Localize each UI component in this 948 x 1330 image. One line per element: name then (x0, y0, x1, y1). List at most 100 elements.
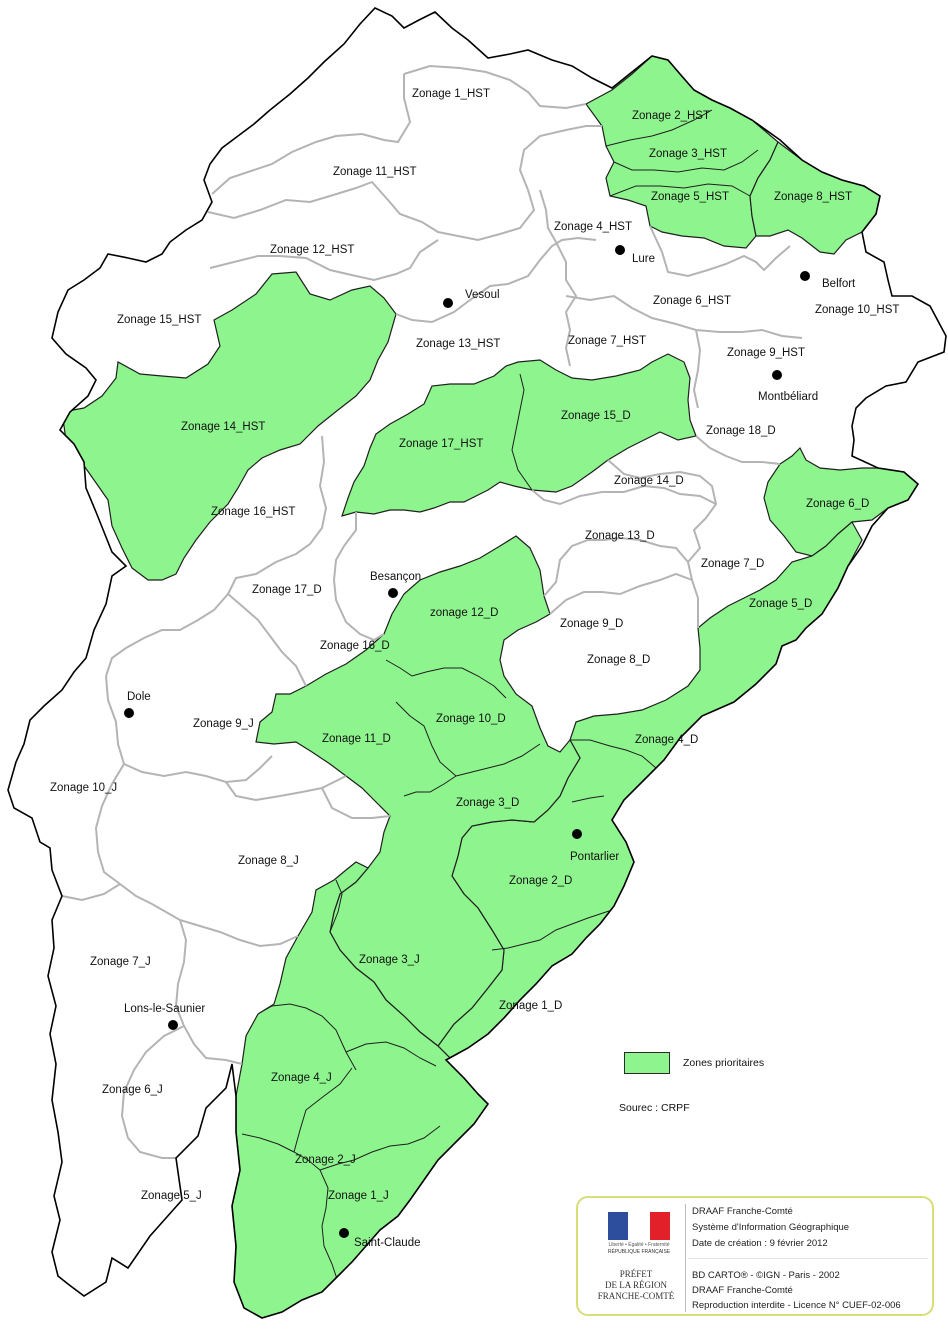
boundary-line (293, 1067, 353, 1153)
map-legend: Zones prioritaires Sourec : CRPF (619, 1050, 822, 1130)
boundary-line (605, 109, 713, 147)
boundary-line (105, 675, 273, 784)
zone-label: Zonage 2_D (509, 875, 572, 887)
zone-14-hst (61, 271, 397, 581)
zone-label: Zonage 7_D (701, 558, 764, 570)
city-dot (443, 298, 453, 308)
city-label: Saint-Claude (354, 1237, 420, 1249)
zone-label: Zonage 5_J (141, 1190, 202, 1202)
zone-label: Zonage 6_J (102, 1084, 163, 1096)
cartouche-line: BD CARTO® - ©IGN - Paris - 2002 (692, 1270, 840, 1281)
map-cartouche: Liberté • Égalité • Fraternité RÉPUBLIQU… (576, 1196, 934, 1316)
boundary-line (61, 883, 121, 902)
city-label: Lons-le-Saunier (124, 1003, 205, 1015)
city-label: Lure (632, 253, 655, 265)
zone-boundaries (61, 64, 803, 1159)
city-dots (124, 245, 810, 1238)
zone-label: Zonage 4_D (635, 734, 698, 746)
boundary-line (120, 1025, 185, 1159)
legend-label: Zones prioritaires (683, 1057, 765, 1069)
zone-17-hst-15-d (341, 353, 697, 517)
city-dot (124, 708, 134, 718)
zone-label: Zonage 5_HST (651, 191, 729, 203)
boundary-line (403, 64, 587, 110)
zone-label: Zonage 7_HST (568, 335, 646, 347)
city-label: Belfort (822, 278, 856, 290)
zone-label: Zonage 1_D (499, 1000, 562, 1012)
zone-label: Zonage 4_J (271, 1072, 332, 1084)
zone-label: Zonage 7_J (90, 956, 151, 968)
boundary-line (332, 512, 385, 642)
zone-label: Zonage 8_D (587, 654, 650, 666)
boundary-line (403, 775, 457, 797)
boundary-line (491, 907, 619, 951)
boundary-line (609, 183, 751, 197)
zone-label: Zonage 8_J (238, 855, 299, 867)
city-dot (615, 245, 625, 255)
zone-label: Zonage 16_D (320, 640, 390, 652)
boundary-line (570, 739, 657, 769)
priority-internal-boundaries (241, 109, 759, 1283)
boundary-line (179, 919, 299, 948)
boundary-line (241, 1133, 339, 1283)
zone-label: Zonage 3_HST (649, 148, 727, 160)
boundary-line (345, 1041, 437, 1067)
boundary-line (329, 879, 343, 933)
zone-labels-j: Zonage 1_J Zonage 2_J Zonage 3_J Zonage … (50, 718, 420, 1202)
prefet-line: FRANCHE-COMTÉ (597, 1291, 675, 1301)
prefet-line: DE LA RÉGION (605, 1280, 667, 1290)
city-dot (339, 1228, 349, 1238)
priority-zones-layer (61, 55, 919, 1318)
boundary-line (319, 1125, 441, 1171)
zone-label: Zonage 6_D (806, 498, 869, 510)
zone-label: Zonage 17_D (252, 584, 322, 596)
city-dot (800, 271, 810, 281)
boundary-line (174, 919, 243, 1065)
zone-label: Zonage 10_D (436, 713, 506, 725)
zone-label: Zonage 2_HST (632, 110, 710, 122)
zone-label: Zonage 9_HST (727, 347, 805, 359)
boundary-line (649, 225, 791, 278)
boundary-line (94, 763, 181, 921)
city-label: Besançon (370, 571, 421, 583)
zone-label: Zonage 2_J (295, 1154, 356, 1166)
boundary-line (211, 74, 412, 195)
boundary-line (105, 593, 229, 677)
zone-label: Zonage 5_D (749, 598, 812, 610)
boundary-line (692, 329, 702, 409)
zone-label: Zonage 9_J (193, 718, 254, 730)
cartouche-line: Système d'Information Géographique (692, 1222, 850, 1233)
zone-label: Zonage 16_HST (211, 506, 295, 518)
boundary-line (695, 435, 781, 465)
boundary-line (257, 1003, 357, 1071)
city-dot (772, 370, 782, 380)
zone-label: Zonage 13_HST (416, 338, 500, 350)
zone-labels-d: Zonage 1_D Zonage 2_D Zonage 3_D Zonage … (252, 410, 869, 1012)
boundary-line (321, 787, 391, 819)
boundary-line (539, 189, 578, 367)
cartouche-line: Reproduction interdite - Licence N° CUEF… (692, 1300, 901, 1311)
city-label: Montbéliard (758, 391, 818, 403)
zone-label: Zonage 8_HST (774, 191, 852, 203)
zone-labels-hst: Zonage 1_HST Zonage 2_HST Zonage 3_HST Z… (117, 88, 899, 518)
city-dot (388, 588, 398, 598)
boundary-line (455, 743, 541, 777)
republic-name: RÉPUBLIQUE FRANÇAISE (607, 1249, 671, 1255)
zone-label: Zonage 3_J (359, 954, 420, 966)
zone-label: Zonage 10_HST (815, 304, 899, 316)
boundary-line (209, 239, 439, 282)
zone-label: Zonage 3_D (456, 797, 519, 809)
republique-logo (608, 1212, 670, 1240)
zone-label: Zonage 1_HST (412, 88, 490, 100)
priority-zone-swatch (624, 1052, 670, 1074)
zone-label: Zonage 15_HST (117, 314, 201, 326)
republic-motto: Liberté • Égalité • Fraternité (608, 1242, 670, 1248)
cartouche-line: DRAAF Franche-Comté (692, 1206, 793, 1217)
boundary-line (385, 659, 507, 699)
zone-label: Zonage 11_HST (333, 166, 417, 178)
boundary-line (549, 572, 693, 615)
city-label: Dole (127, 691, 151, 703)
prefet-line: PRÉFET (619, 1269, 653, 1279)
boundary-line (511, 373, 533, 491)
zone-label: Zonage 1_J (328, 1190, 389, 1202)
